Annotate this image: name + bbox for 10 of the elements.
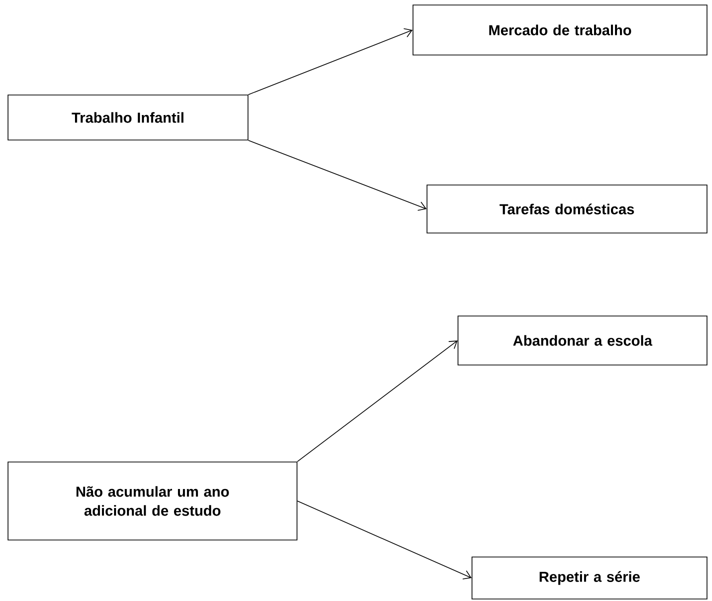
process-box: Abandonar a escola xyxy=(458,316,708,366)
process-box: Mercado de trabalho xyxy=(412,4,708,56)
process-box: Não acumular um ano adicional de estudo xyxy=(8,462,298,540)
arrow xyxy=(297,340,458,462)
arrow xyxy=(248,140,427,211)
process-box: Trabalho Infantil xyxy=(8,94,248,140)
arrow xyxy=(297,500,472,580)
process-box: Repetir a série xyxy=(472,556,708,600)
process-box: Tarefas domésticas xyxy=(426,184,708,234)
arrow xyxy=(248,28,413,95)
